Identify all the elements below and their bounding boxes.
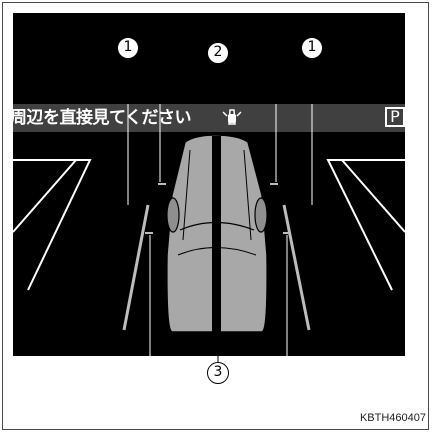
- road-lines: [12, 159, 406, 291]
- callout-1-left: 1: [117, 37, 139, 59]
- screen-message: 周辺を直接見てください: [10, 108, 192, 128]
- header-bar: [13, 104, 405, 132]
- car-sensor-icon: [222, 109, 242, 125]
- guide-lines: [122, 204, 311, 331]
- center-guide-line: [212, 136, 221, 332]
- right-mirror: [254, 197, 268, 233]
- figure-code: KBTH460407: [359, 412, 426, 424]
- distance-marks: [145, 183, 291, 234]
- callout-3: 3: [207, 362, 229, 384]
- guide-line-right: [282, 204, 311, 331]
- park-badge: P: [385, 107, 405, 127]
- guide-line-left: [122, 204, 150, 331]
- road-line-left-inner: [27, 159, 92, 291]
- callout-2: 2: [207, 42, 229, 64]
- callout-1-right: 1: [301, 37, 323, 59]
- road-line-right-inner: [326, 159, 393, 291]
- left-mirror: [166, 197, 180, 233]
- vehicle-silhouette: [166, 134, 268, 333]
